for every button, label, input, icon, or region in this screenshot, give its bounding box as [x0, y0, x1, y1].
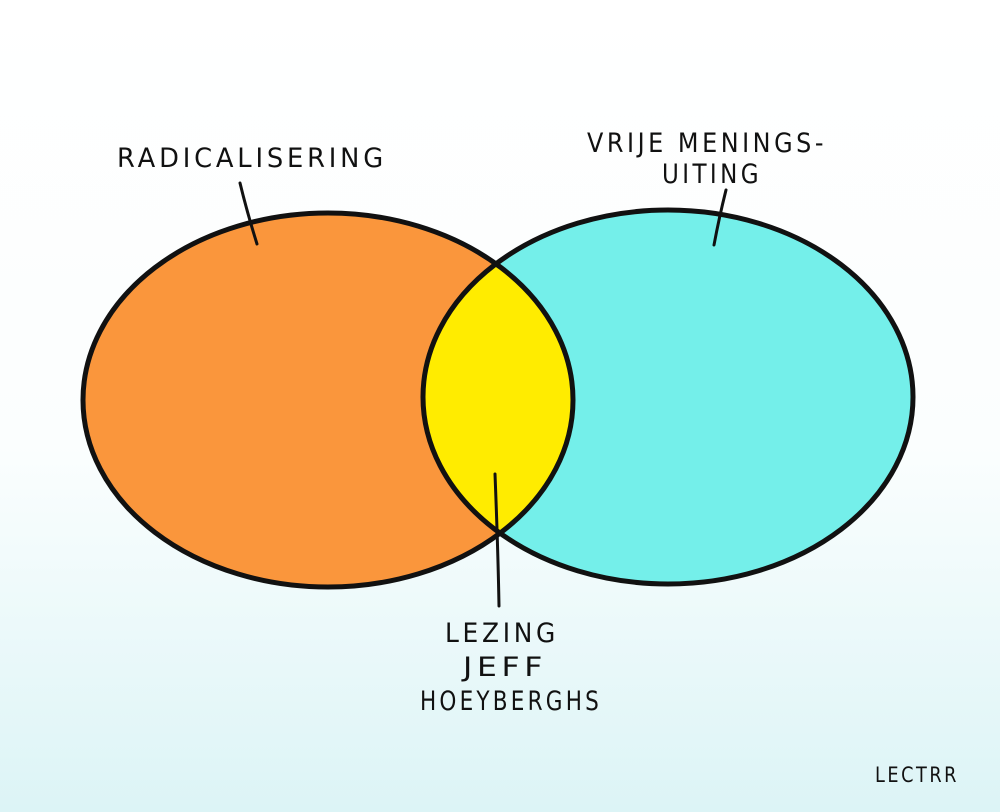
right-label-leader-line	[712, 188, 728, 247]
right-set-label-line-1: VRIJE MENINGS-	[587, 128, 827, 159]
right-set-label-line-2: UITING	[662, 159, 762, 190]
artist-signature: LECTRR	[875, 763, 959, 787]
right-set-outline	[420, 207, 916, 587]
left-label-leader-line	[238, 181, 259, 246]
left-set-outline	[80, 210, 576, 590]
left-set-label: RADICALISERING	[117, 143, 387, 174]
intersection-label-line-3: HOEYBERGHS	[420, 686, 602, 717]
intersection-label-line-1: LEZING	[445, 618, 559, 649]
intersection-label-leader-line	[493, 472, 501, 608]
intersection-label-line-2: JEFF	[461, 652, 547, 683]
